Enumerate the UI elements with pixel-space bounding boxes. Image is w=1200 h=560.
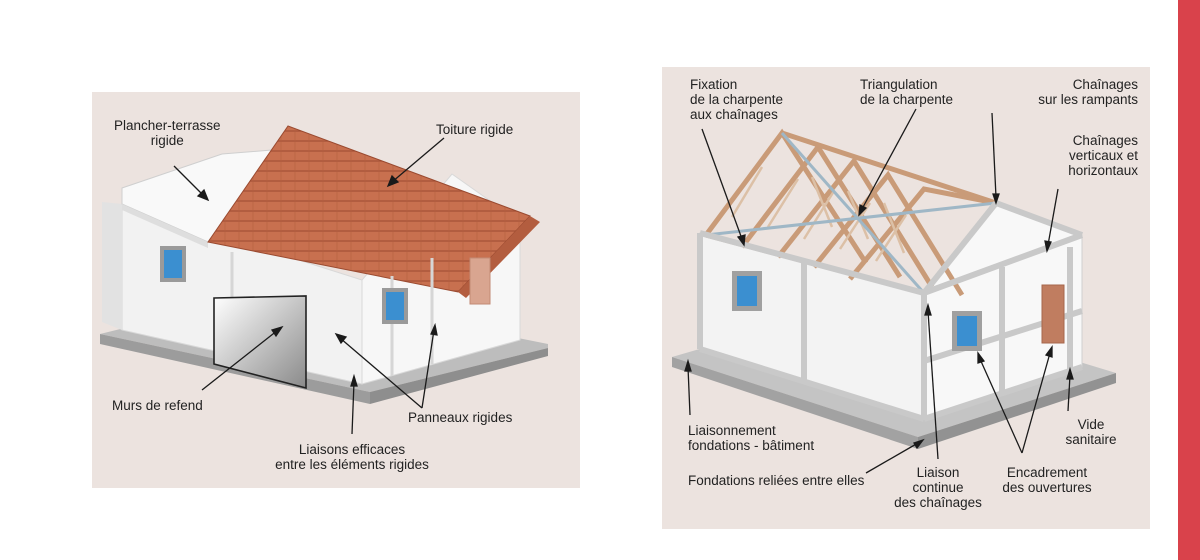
label-murs-de-refend: Murs de refend [112, 398, 203, 413]
window [957, 316, 977, 346]
label-encadrement: Encadrement des ouvertures [1002, 465, 1092, 495]
label-toiture-rigide: Toiture rigide [436, 122, 514, 137]
leader-arrows [684, 108, 1074, 474]
label-liaison-continue: Liaison continue des chaînages [894, 465, 982, 510]
label-plancher-terrasse: Plancher-terrasse rigide [114, 118, 221, 148]
chained-house-illustration [672, 108, 1116, 474]
rigid-house-diagram: Plancher-terrasse rigide Toiture rigide … [92, 92, 580, 488]
label-panneaux-rigides: Panneaux rigides [408, 410, 513, 425]
roof-bracing [705, 132, 997, 294]
door [469, 257, 491, 305]
label-chainages-rampants: Chaînages sur les rampants [1038, 77, 1138, 107]
label-liaisonnement: Liaisonnement fondations - bâtiment [688, 423, 815, 453]
label-chainages-verticaux-horizontaux: Chaînages verticaux et horizontaux [1068, 133, 1138, 178]
window [386, 292, 404, 320]
door [1041, 284, 1065, 344]
label-triangulation: Triangulation de la charpente [860, 77, 954, 107]
label-fondations-reliees: Fondations reliées entre elles [688, 473, 865, 488]
label-liaisons-efficaces: Liaisons efficaces entre les éléments ri… [275, 442, 429, 472]
leader-arrows [173, 137, 445, 435]
interior-wall-cutaway [213, 295, 307, 390]
label-fixation-charpente: Fixation de la charpente aux chaînages [690, 77, 784, 122]
label-vide-sanitaire: Vide sanitaire [1065, 417, 1117, 447]
chained-house-diagram: Fixation de la charpente aux chaînages T… [662, 67, 1150, 529]
rigid-house-illustration [100, 125, 548, 435]
accent-bar [1178, 0, 1200, 560]
window [737, 276, 757, 306]
window [164, 250, 182, 278]
